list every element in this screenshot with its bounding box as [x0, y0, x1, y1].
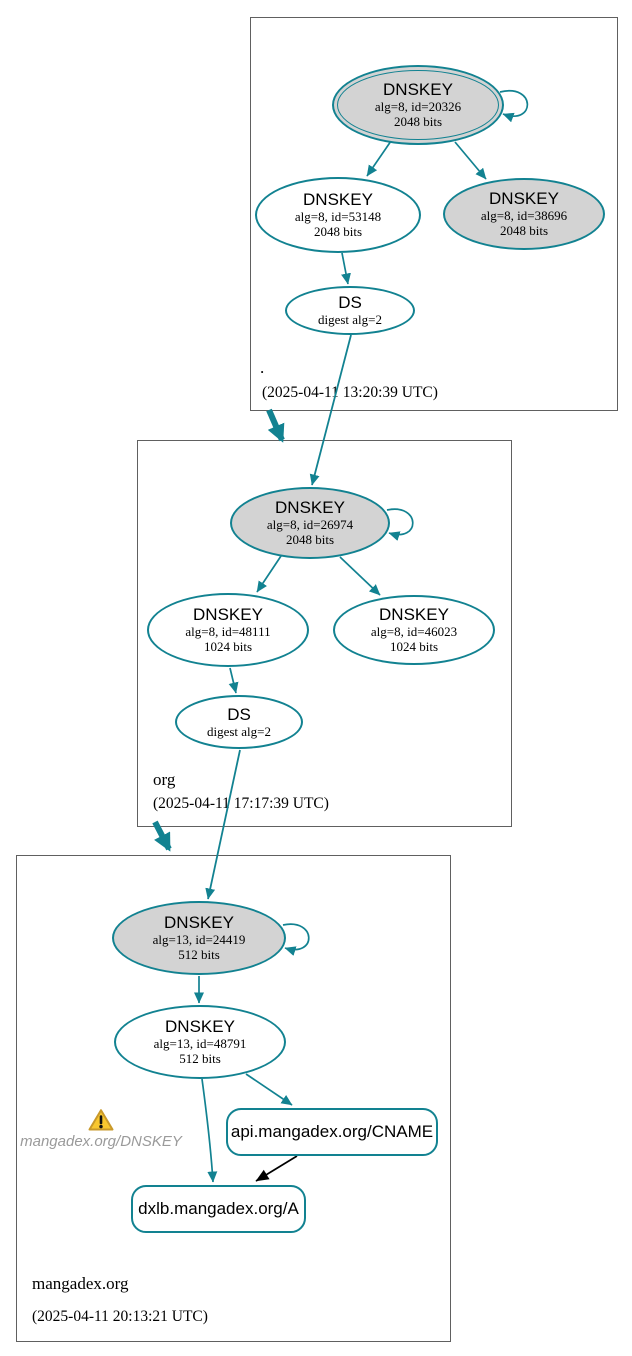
- ds-node-root[interactable]: DS digest alg=2: [285, 286, 415, 335]
- edge-delegation-root-to-org: [266, 408, 285, 443]
- node-title: DNSKEY: [383, 80, 453, 99]
- rrset-dxlb-mangadex-org-a[interactable]: dxlb.mangadex.org/A: [131, 1185, 306, 1233]
- node-title: DNSKEY: [303, 190, 373, 209]
- node-title: DS: [338, 293, 362, 312]
- node-bits: 1024 bits: [389, 639, 439, 654]
- node-digest: digest alg=2: [206, 723, 272, 739]
- node-bits: 2048 bits: [313, 224, 363, 239]
- node-title: DNSKEY: [164, 913, 234, 932]
- dnskey-node-20326[interactable]: DNSKEY alg=8, id=20326 2048 bits: [332, 65, 504, 145]
- node-alg: alg=13, id=24419: [152, 932, 246, 947]
- dnskey-node-38696[interactable]: DNSKEY alg=8, id=38696 2048 bits: [443, 178, 605, 250]
- dnskey-node-24419[interactable]: DNSKEY alg=13, id=24419 512 bits: [112, 901, 286, 975]
- node-bits: 2048 bits: [285, 532, 335, 547]
- zone-label-org: org: [153, 770, 176, 789]
- node-title: DS: [227, 704, 251, 724]
- rrset-label: dxlb.mangadex.org/A: [138, 1199, 299, 1218]
- node-title: DNSKEY: [489, 189, 559, 208]
- dnskey-node-46023[interactable]: DNSKEY alg=8, id=46023 1024 bits: [333, 595, 495, 665]
- node-alg: alg=8, id=48111: [185, 624, 271, 639]
- zone-label-mangadex-org: mangadex.org: [32, 1274, 129, 1293]
- node-bits: 2048 bits: [393, 114, 443, 129]
- dnskey-node-48111[interactable]: DNSKEY alg=8, id=48111 1024 bits: [147, 593, 309, 667]
- dnskey-warning: mangadex.org/DNSKEY: [20, 1108, 182, 1150]
- node-digest: digest alg=2: [317, 312, 383, 327]
- ds-node-org[interactable]: DS digest alg=2: [175, 695, 303, 749]
- zone-timestamp-org: (2025-04-11 17:17:39 UTC): [153, 795, 329, 812]
- node-title: DNSKEY: [275, 498, 345, 517]
- node-alg: alg=13, id=48791: [153, 1036, 247, 1051]
- rrset-api-mangadex-org-cname[interactable]: api.mangadex.org/CNAME: [226, 1108, 438, 1156]
- node-title: DNSKEY: [193, 605, 263, 624]
- rrset-label: api.mangadex.org/CNAME: [230, 1122, 434, 1141]
- zone-timestamp-mangadex-org: (2025-04-11 20:13:21 UTC): [32, 1308, 208, 1325]
- zone-timestamp-root: (2025-04-11 13:20:39 UTC): [262, 384, 438, 401]
- warning-icon[interactable]: [88, 1108, 114, 1132]
- node-bits: 1024 bits: [203, 639, 253, 654]
- node-bits: 512 bits: [178, 947, 220, 962]
- node-alg: alg=8, id=26974: [266, 517, 354, 532]
- zone-label-root: .: [260, 358, 265, 377]
- node-bits: 2048 bits: [499, 223, 549, 238]
- node-title: DNSKEY: [379, 605, 449, 624]
- node-title: DNSKEY: [165, 1017, 235, 1036]
- node-alg: alg=8, id=46023: [370, 624, 458, 639]
- node-bits: 512 bits: [179, 1051, 221, 1066]
- node-alg: alg=8, id=53148: [294, 209, 382, 224]
- dnskey-node-53148[interactable]: DNSKEY alg=8, id=53148 2048 bits: [255, 177, 421, 253]
- dnskey-node-48791[interactable]: DNSKEY alg=13, id=48791 512 bits: [114, 1005, 286, 1079]
- zone-box-mangadex-org: mangadex.org (2025-04-11 20:13:21 UTC): [16, 855, 451, 1342]
- dnskey-node-26974[interactable]: DNSKEY alg=8, id=26974 2048 bits: [230, 487, 390, 559]
- warning-label: mangadex.org/DNSKEY: [20, 1133, 182, 1150]
- node-alg: alg=8, id=20326: [374, 99, 462, 114]
- node-alg: alg=8, id=38696: [480, 208, 568, 223]
